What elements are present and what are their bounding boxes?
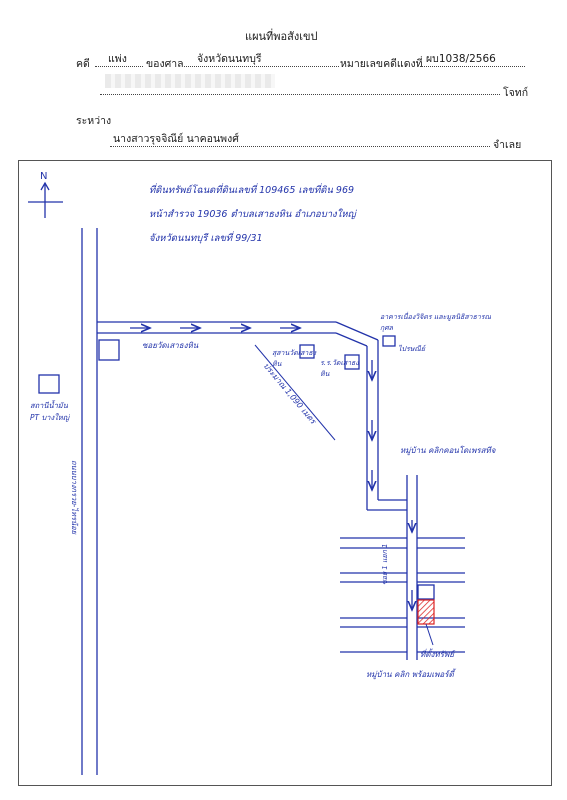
redacted-plaintiff [105,74,275,88]
label-soi: ซอยวัดเสาธงหิน [142,341,199,350]
temple-box [299,344,315,359]
label-temple: สุสานวัดเสาธงหิน [272,349,317,368]
label-property: ที่ตั้งทรัพย์ [420,650,454,659]
page-title: แผนที่พอสังเขป [245,30,318,43]
black-number-label: หมายเลขคดีแดงที่ [340,58,423,70]
defendant-name: นางสาวรุจจิณีย์ นาคอนพงศ์ [113,133,239,145]
between-label: ระหว่าง [76,115,112,127]
kiosk-box [382,335,396,347]
court-label: ของศาล [146,58,184,70]
label-soi-small: ซอย 1 แยก 1 [381,543,389,586]
court-name: จังหวัดนนทบุรี [197,53,262,65]
label-school: ร.ร.วัดเสาธงหิน [320,359,359,378]
gas-station-box [38,374,60,394]
building-box [98,339,120,361]
label-main-road: ถนนบางกรวย-ไทรน้อย [70,460,79,535]
case-type: แพ่ง [108,53,127,65]
case-label: คดี [76,58,90,70]
north-label: N [40,171,48,182]
plaintiff-label: โจทก์ [503,87,529,99]
label-village-1: หมู่บ้าน คลิกคอนโดเพรสทีจ [400,446,496,455]
north-arrow-icon [28,181,63,218]
label-village-2: หมู่บ้าน คลิก พร้อมเพอร์ตี้ [366,670,454,679]
label-kiosk: ไปรษณีย์ [398,345,425,353]
map-frame [18,160,552,786]
case-number: ผบ1038/2566 [426,53,496,65]
description-line-2: หน้าสำรวจ 19036 ตำบลเสาธงหิน อำเภอบางใหญ… [149,209,356,220]
label-gas-station: สถานีน้ำมัน PT บางใหญ่ [30,401,70,422]
property-marker [417,599,435,625]
description-line-3: จังหวัดนนทบุรี เลขที่ 99/31 [149,233,263,244]
description-line-1: ที่ดินทรัพย์โฉนดที่ดินเลขที่ 109465 เลขท… [149,185,355,196]
label-building: อาคารเนื่องวิจิตร และมูลนิธิสาธารณกุศล [380,313,492,332]
school-box [344,354,360,370]
defendant-label: จำเลย [493,139,522,151]
